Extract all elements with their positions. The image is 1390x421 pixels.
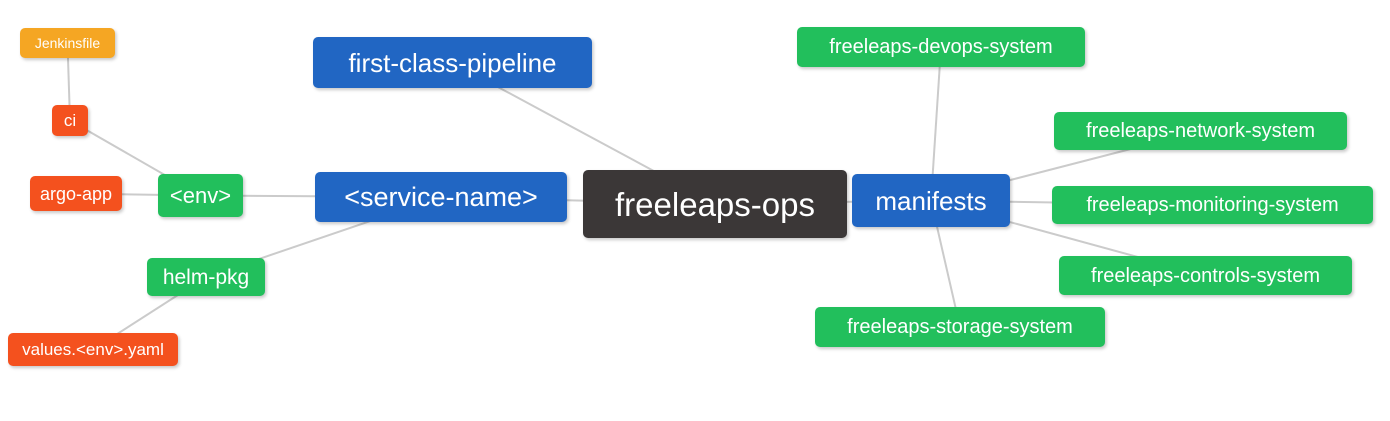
node-jenkinsfile[interactable]: Jenkinsfile: [20, 28, 115, 58]
node-freeleaps-monitoring-system[interactable]: freeleaps-monitoring-system: [1052, 186, 1373, 224]
node-service-name[interactable]: <service-name>: [315, 172, 567, 222]
node-freeleaps-devops-system[interactable]: freeleaps-devops-system: [797, 27, 1085, 67]
node-values-env-yaml[interactable]: values.<env>.yaml: [8, 333, 178, 366]
node-env[interactable]: <env>: [158, 174, 243, 217]
node-argo-app[interactable]: argo-app: [30, 176, 122, 211]
node-ci[interactable]: ci: [52, 105, 88, 136]
node-helm-pkg[interactable]: helm-pkg: [147, 258, 265, 296]
node-manifests[interactable]: manifests: [852, 174, 1010, 227]
node-freeleaps-controls-system[interactable]: freeleaps-controls-system: [1059, 256, 1352, 295]
node-freeleaps-storage-system[interactable]: freeleaps-storage-system: [815, 307, 1105, 347]
node-freeleaps-network-system[interactable]: freeleaps-network-system: [1054, 112, 1347, 150]
node-freeleaps-ops[interactable]: freeleaps-ops: [583, 170, 847, 238]
node-first-class-pipeline[interactable]: first-class-pipeline: [313, 37, 592, 88]
